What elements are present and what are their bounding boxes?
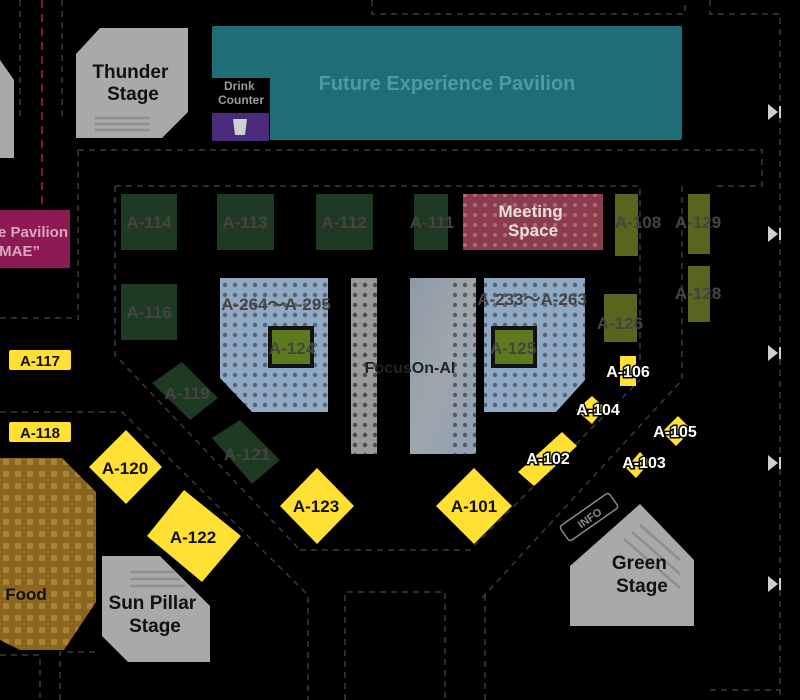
label-a102: A-102 [526, 451, 570, 468]
label-a111: A-111 [410, 213, 454, 232]
dark-booths[interactable] [121, 194, 448, 484]
yellow-booth-labels: A-120 A-122 A-123 A-101 A-117 A-118 [20, 353, 497, 547]
label-a117: A-117 [20, 353, 60, 370]
focus-on-ai-area[interactable]: FocusOn-AI [351, 278, 476, 454]
label-a125: A-125 [490, 339, 536, 358]
drink-counter-label: Drink Counter [218, 79, 264, 107]
future-pavilion-label: Future Experience Pavilion [319, 73, 576, 95]
drink-cup-icon [233, 119, 247, 135]
meeting-space[interactable]: Meeting Space [463, 194, 603, 250]
sun-pillar-stage[interactable]: Sun Pillar Stage [102, 556, 210, 662]
left-pavilion[interactable]: e Pavilion MAE” [0, 210, 70, 268]
area-a233-a263[interactable] [484, 278, 585, 412]
olive-booths[interactable] [604, 194, 710, 342]
label-a118: A-118 [20, 425, 60, 442]
left-edge-block [0, 60, 14, 158]
label-a106: A-106 [606, 364, 650, 381]
label-a113: A-113 [222, 213, 267, 232]
drink-counter[interactable]: Drink Counter [212, 78, 270, 141]
label-a129: A-129 [675, 213, 721, 232]
label-a108: A-108 [615, 213, 661, 232]
sun-pillar-label: Sun Pillar Stage [109, 593, 202, 637]
small-booth-labels: A-102 A-103 A-104 A-105 A-106 [525, 363, 699, 474]
booth-labels: A-114 A-113 A-112 A-111 A-108 A-129 A-12… [126, 213, 721, 464]
label-a112: A-112 [321, 213, 366, 232]
label-a104: A-104 [576, 402, 620, 419]
label-a233-a263: A-233～A-263 [477, 290, 587, 309]
corridor-lines [0, 0, 781, 700]
yellow-booths[interactable] [9, 350, 692, 582]
left-pavilion-label-2: MAE” [0, 243, 40, 260]
food-area[interactable]: Food [0, 458, 96, 650]
label-a120: A-120 [102, 459, 148, 478]
green-stage-label: Green Stage [612, 553, 672, 597]
food-label: Food [5, 585, 47, 604]
green-stage[interactable]: Green Stage [570, 504, 694, 626]
thunder-stage-label: Thunder Stage [92, 62, 173, 105]
thunder-stage[interactable]: Thunder Stage [76, 28, 188, 138]
focus-on-ai-label: FocusOn-AI [365, 360, 456, 377]
label-a123: A-123 [293, 497, 339, 516]
meeting-space-label: Meeting Space [499, 202, 568, 240]
label-a124: A-124 [269, 339, 316, 358]
area-a264-a295[interactable] [220, 278, 328, 412]
label-a128: A-128 [675, 284, 721, 303]
label-a126: A-126 [597, 314, 643, 333]
future-experience-pavilion[interactable]: Future Experience Pavilion [212, 26, 682, 140]
label-a119: A-119 [164, 384, 209, 403]
label-a264-a295: A-264～A-295 [221, 295, 331, 314]
label-a114: A-114 [126, 213, 172, 232]
label-a122: A-122 [170, 528, 216, 547]
label-a103: A-103 [622, 455, 666, 472]
label-a105: A-105 [653, 424, 697, 441]
label-a116: A-116 [126, 303, 171, 322]
label-a101: A-101 [451, 497, 497, 516]
info-booth[interactable]: INFO [559, 492, 619, 542]
label-a121: A-121 [224, 445, 270, 464]
left-pavilion-label-1: e Pavilion [0, 224, 68, 241]
arrow-right-icon [768, 104, 781, 592]
